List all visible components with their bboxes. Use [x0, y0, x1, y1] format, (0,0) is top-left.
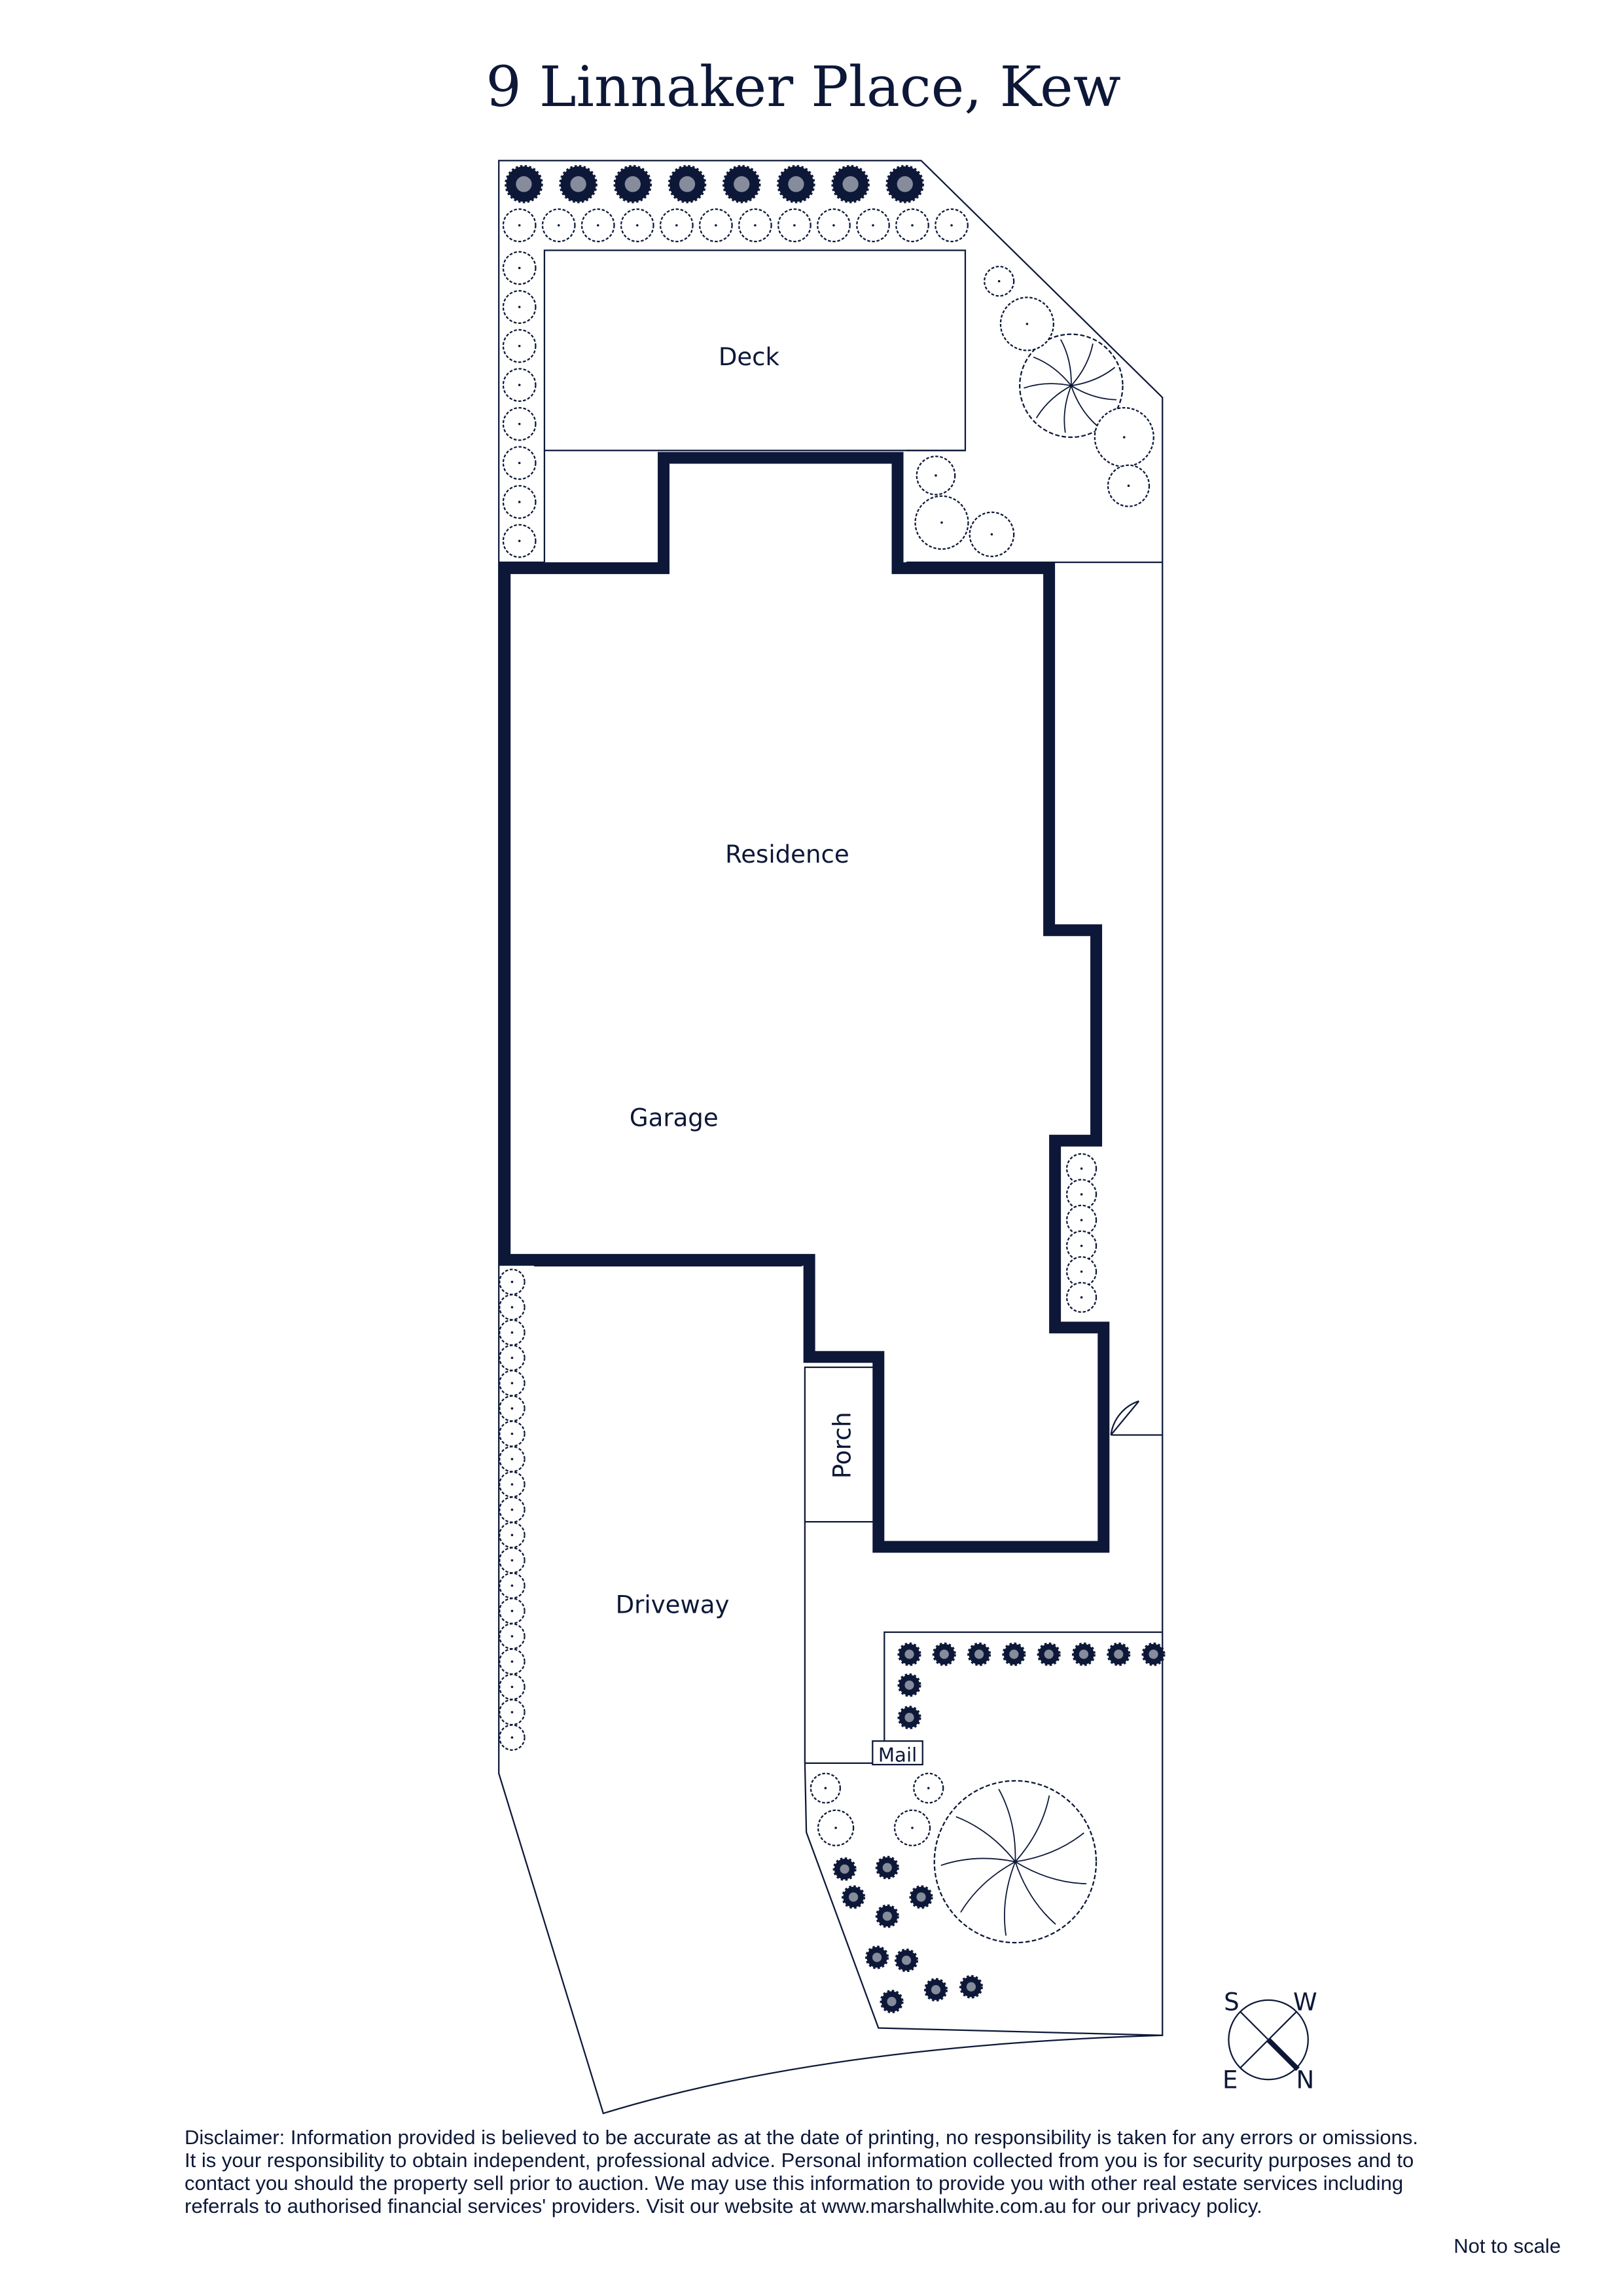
- north-pointer: [1266, 2037, 1300, 2072]
- page-title: 9 Linnaker Place, Kew: [486, 55, 1120, 120]
- lot-boundary: [498, 160, 1164, 2115]
- compass: S W E N: [1222, 1988, 1317, 2094]
- deck-outline: [543, 249, 967, 452]
- disclaimer: Disclaimer: Information provided is beli…: [185, 2126, 1419, 2217]
- label-residence: Residence: [725, 840, 849, 869]
- landscaping: [499, 165, 1166, 2014]
- label-garage: Garage: [630, 1103, 719, 1132]
- label-driveway: Driveway: [616, 1590, 730, 1619]
- residence-walls: [499, 452, 1110, 1553]
- compass-w: W: [1293, 1988, 1317, 2017]
- label-mail: Mail: [878, 1744, 917, 1767]
- compass-n: N: [1296, 2066, 1314, 2094]
- compass-e: E: [1222, 2066, 1238, 2094]
- gate-swing: [1110, 1400, 1139, 1435]
- mailbox: [872, 1740, 923, 1766]
- compass-s: S: [1224, 1988, 1240, 2017]
- label-porch: Porch: [829, 1412, 857, 1479]
- label-deck: Deck: [719, 343, 780, 371]
- scale-note: Not to scale: [1454, 2234, 1561, 2257]
